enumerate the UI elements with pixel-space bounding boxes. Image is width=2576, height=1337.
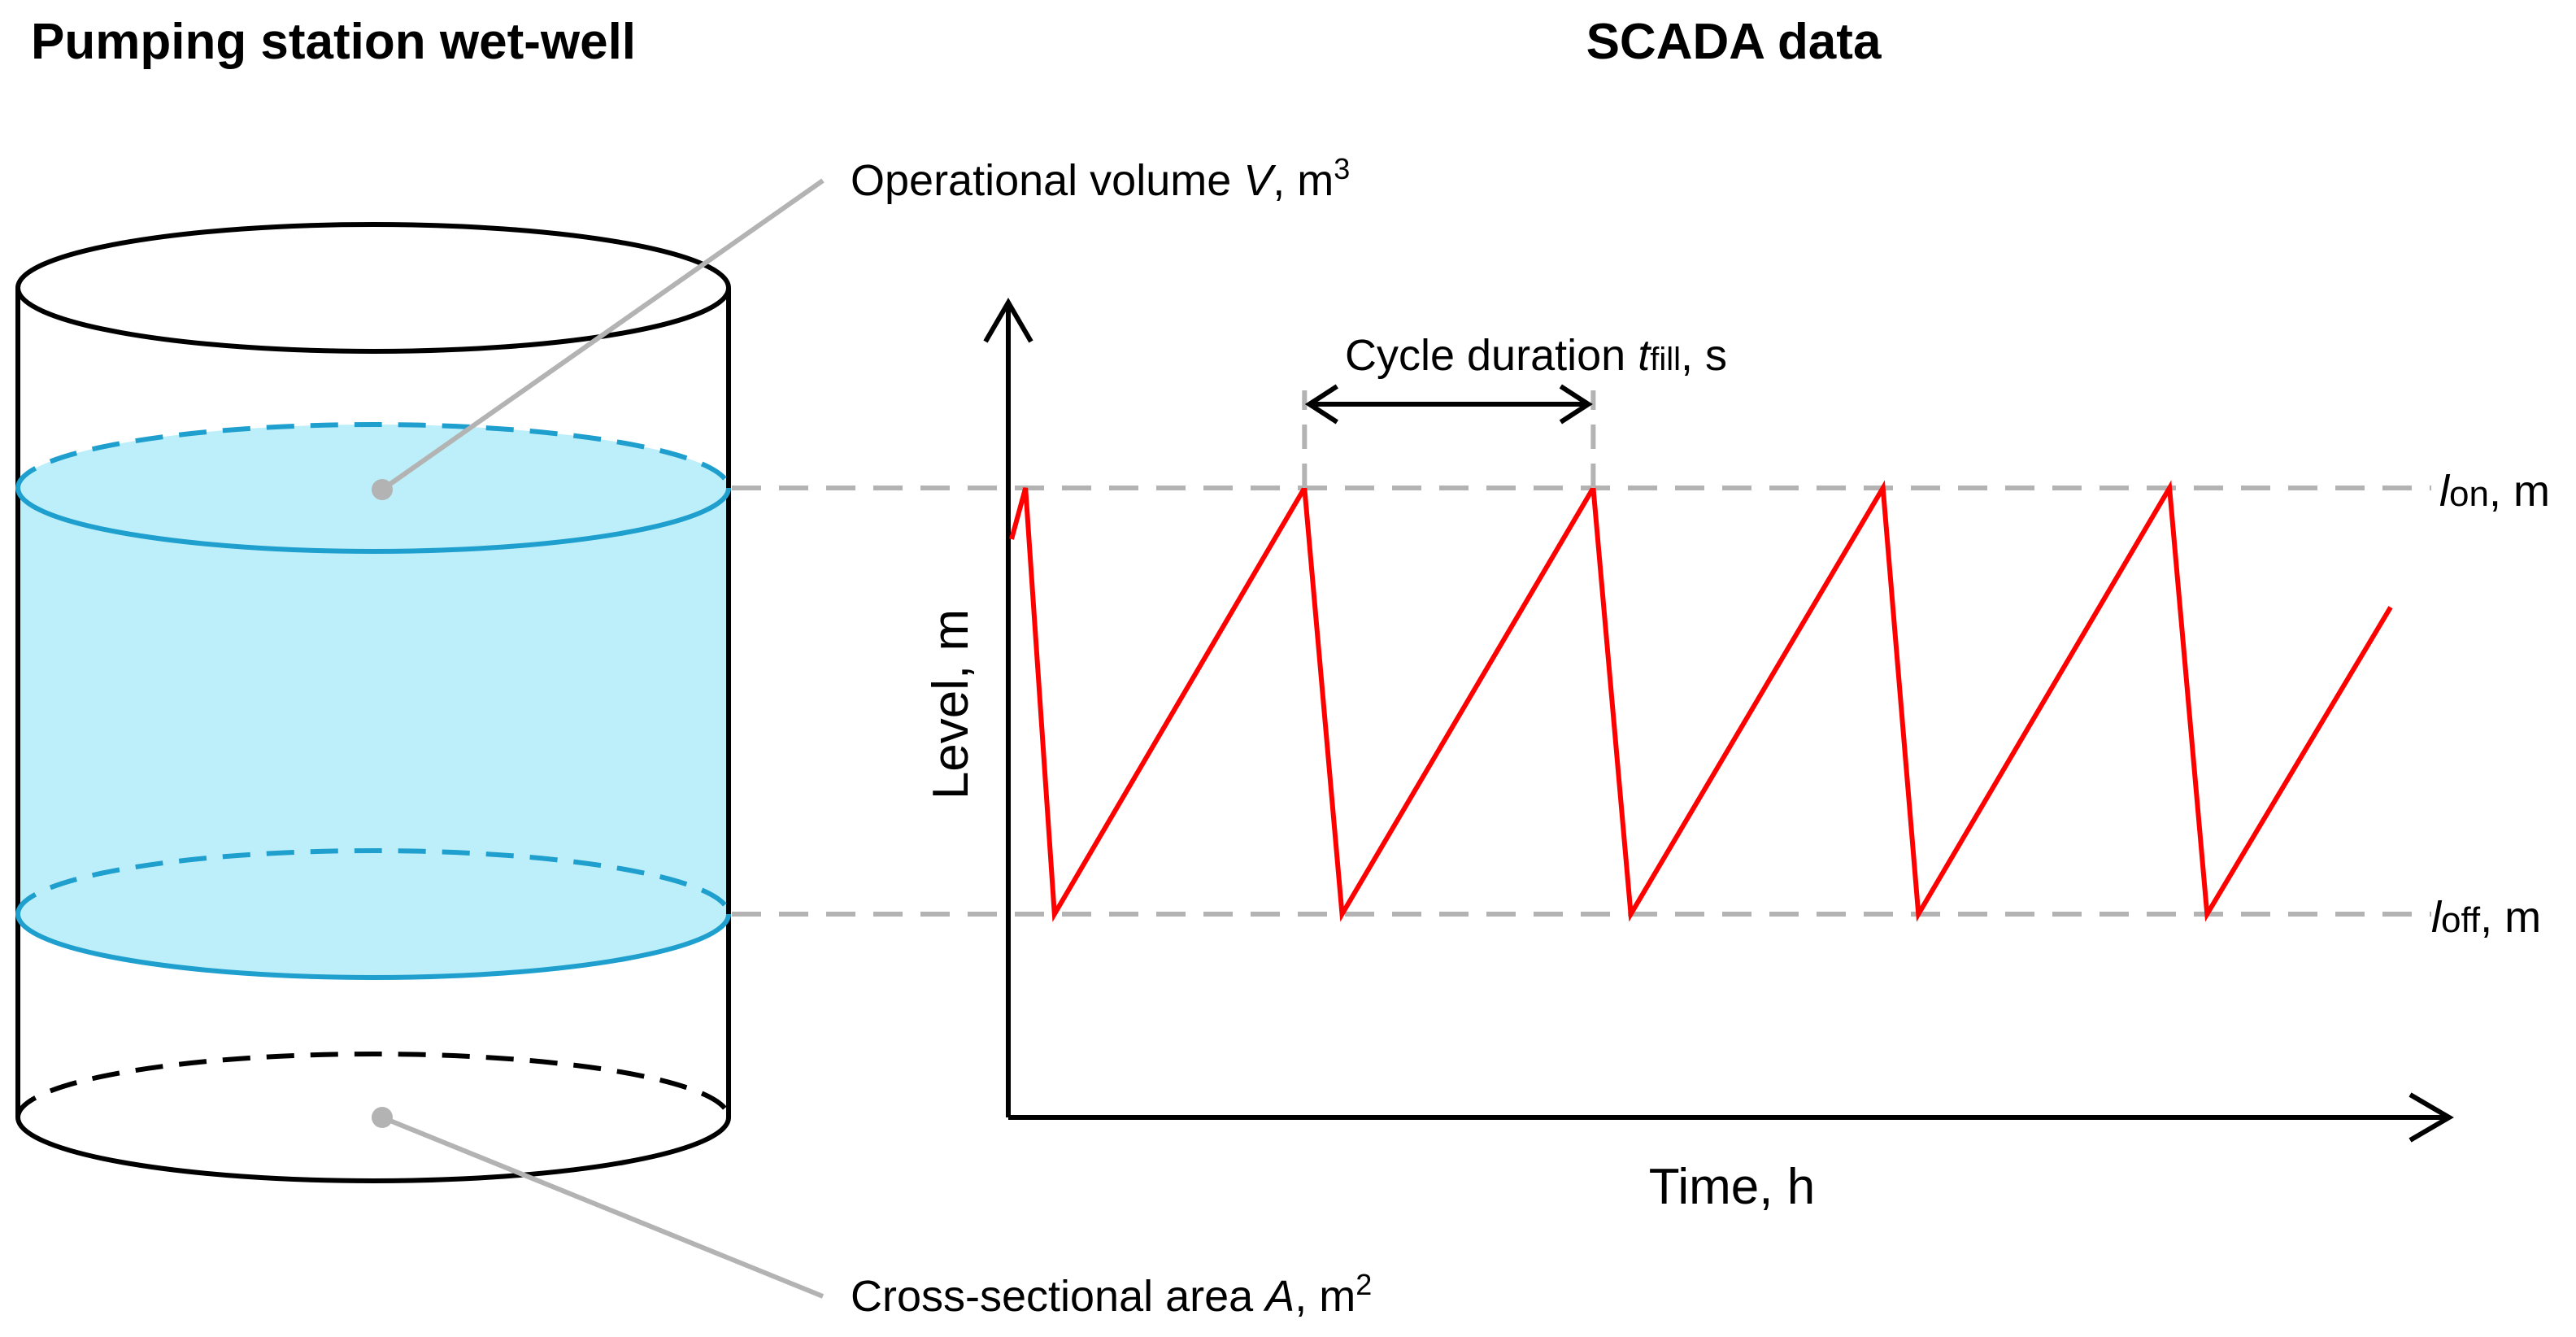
x-axis-label: Time, h bbox=[1649, 1159, 1815, 1215]
area-leader-line bbox=[381, 1115, 825, 1299]
cycle-arrow-right-head bbox=[1559, 384, 1593, 425]
right-panel-title: SCADA data bbox=[1586, 14, 1882, 70]
cycle-duration-label: Cycle duration tfill, s bbox=[1345, 331, 1727, 380]
cycle-duration-annotation: Cycle duration tfill, s bbox=[1302, 331, 1727, 488]
water-bottom-back-edge bbox=[15, 848, 731, 915]
cylinder-top-rim bbox=[15, 222, 731, 354]
y-axis-label: Level, m bbox=[923, 609, 979, 799]
water-top-front-edge bbox=[15, 487, 731, 554]
water-volume bbox=[18, 488, 729, 978]
x-axis-arrowhead bbox=[2408, 1092, 2454, 1143]
water-top-back-edge bbox=[15, 422, 731, 489]
level-series-line bbox=[1009, 480, 2393, 922]
volume-label: Operational volume V, m3 bbox=[851, 152, 1350, 205]
y-axis-arrowhead bbox=[983, 298, 1033, 343]
cylinder-bottom-back-edge bbox=[15, 1052, 731, 1118]
cycle-arrow-left-head bbox=[1304, 384, 1338, 425]
l-off-label: loff, m bbox=[2431, 893, 2541, 942]
volume-leader-line bbox=[381, 178, 825, 492]
cylinder-bottom-front-edge bbox=[15, 1117, 731, 1183]
wet-well-cylinder bbox=[15, 222, 731, 1183]
l-on-label: lon, m bbox=[2439, 467, 2550, 516]
area-label: Cross-sectional area A, m2 bbox=[851, 1268, 1372, 1321]
left-panel-title: Pumping station wet-well bbox=[31, 14, 636, 70]
water-bottom-front-edge bbox=[15, 913, 731, 980]
area-callout: Cross-sectional area A, m2 bbox=[372, 1107, 1372, 1321]
volume-callout: Operational volume V, m3 bbox=[372, 152, 1350, 500]
